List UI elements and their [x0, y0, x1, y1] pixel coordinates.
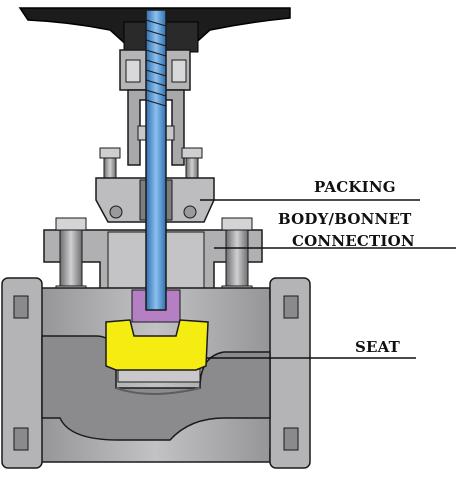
- seat-label: SEAT: [355, 338, 401, 356]
- stem: [145, 9, 167, 311]
- seat-disc: [105, 319, 209, 371]
- body-bonnet-label-line2: CONNECTION: [292, 232, 415, 250]
- valve-body: [1, 277, 311, 469]
- body-bonnet-label-line1: BODY/BONNET: [278, 210, 412, 228]
- leader-lines: [200, 199, 456, 359]
- bonnet-bolts: [55, 217, 253, 299]
- packing-label: PACKING: [314, 178, 396, 196]
